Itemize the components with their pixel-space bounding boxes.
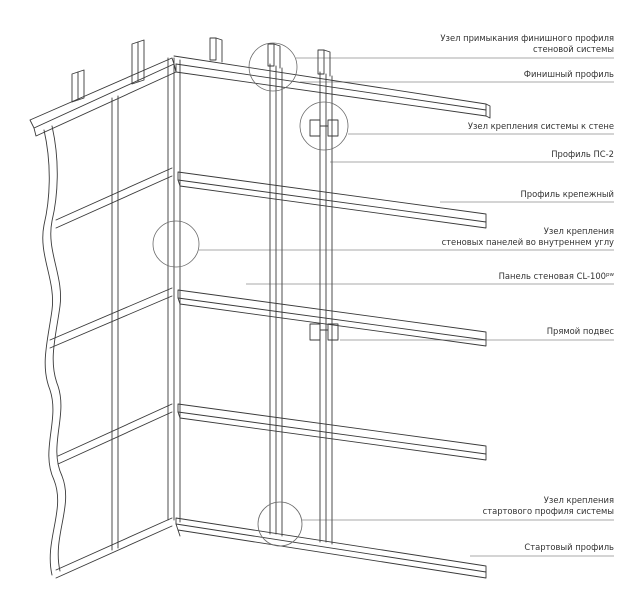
label-fixing-profile: Профиль крепежный: [520, 189, 614, 199]
bracket-icon: [309, 119, 339, 137]
label-ps2-profile: Профиль ПС-2: [551, 149, 614, 159]
left-wall-edge: [42, 129, 59, 576]
label-wall-panel: Панель стеновая CL-100pw: [498, 271, 614, 281]
label-finish-node: Узел примыкания финишного профиля стенов…: [440, 33, 614, 54]
detail-circle-icon: [248, 42, 298, 92]
label-start-node: Узел крепления стартового профиля систем…: [482, 495, 614, 516]
label-wall-fix-node: Узел крепления системы к стене: [467, 121, 614, 131]
start-profile: [175, 517, 487, 573]
label-inner-corner-node: Узел крепления стеновых панелей во внутр…: [441, 226, 614, 247]
detail-circle-icon: [152, 220, 200, 268]
left-top-profile: [29, 57, 175, 129]
detail-circle-icon: [299, 101, 349, 151]
detail-circle-icon: [257, 501, 303, 547]
label-finish-profile: Финишный профиль: [523, 69, 614, 79]
finish-profile: [173, 55, 487, 111]
label-direct-hanger: Прямой подвес: [546, 326, 614, 336]
label-start-profile: Стартовый профиль: [524, 542, 614, 552]
bracket-icon: [309, 323, 339, 341]
